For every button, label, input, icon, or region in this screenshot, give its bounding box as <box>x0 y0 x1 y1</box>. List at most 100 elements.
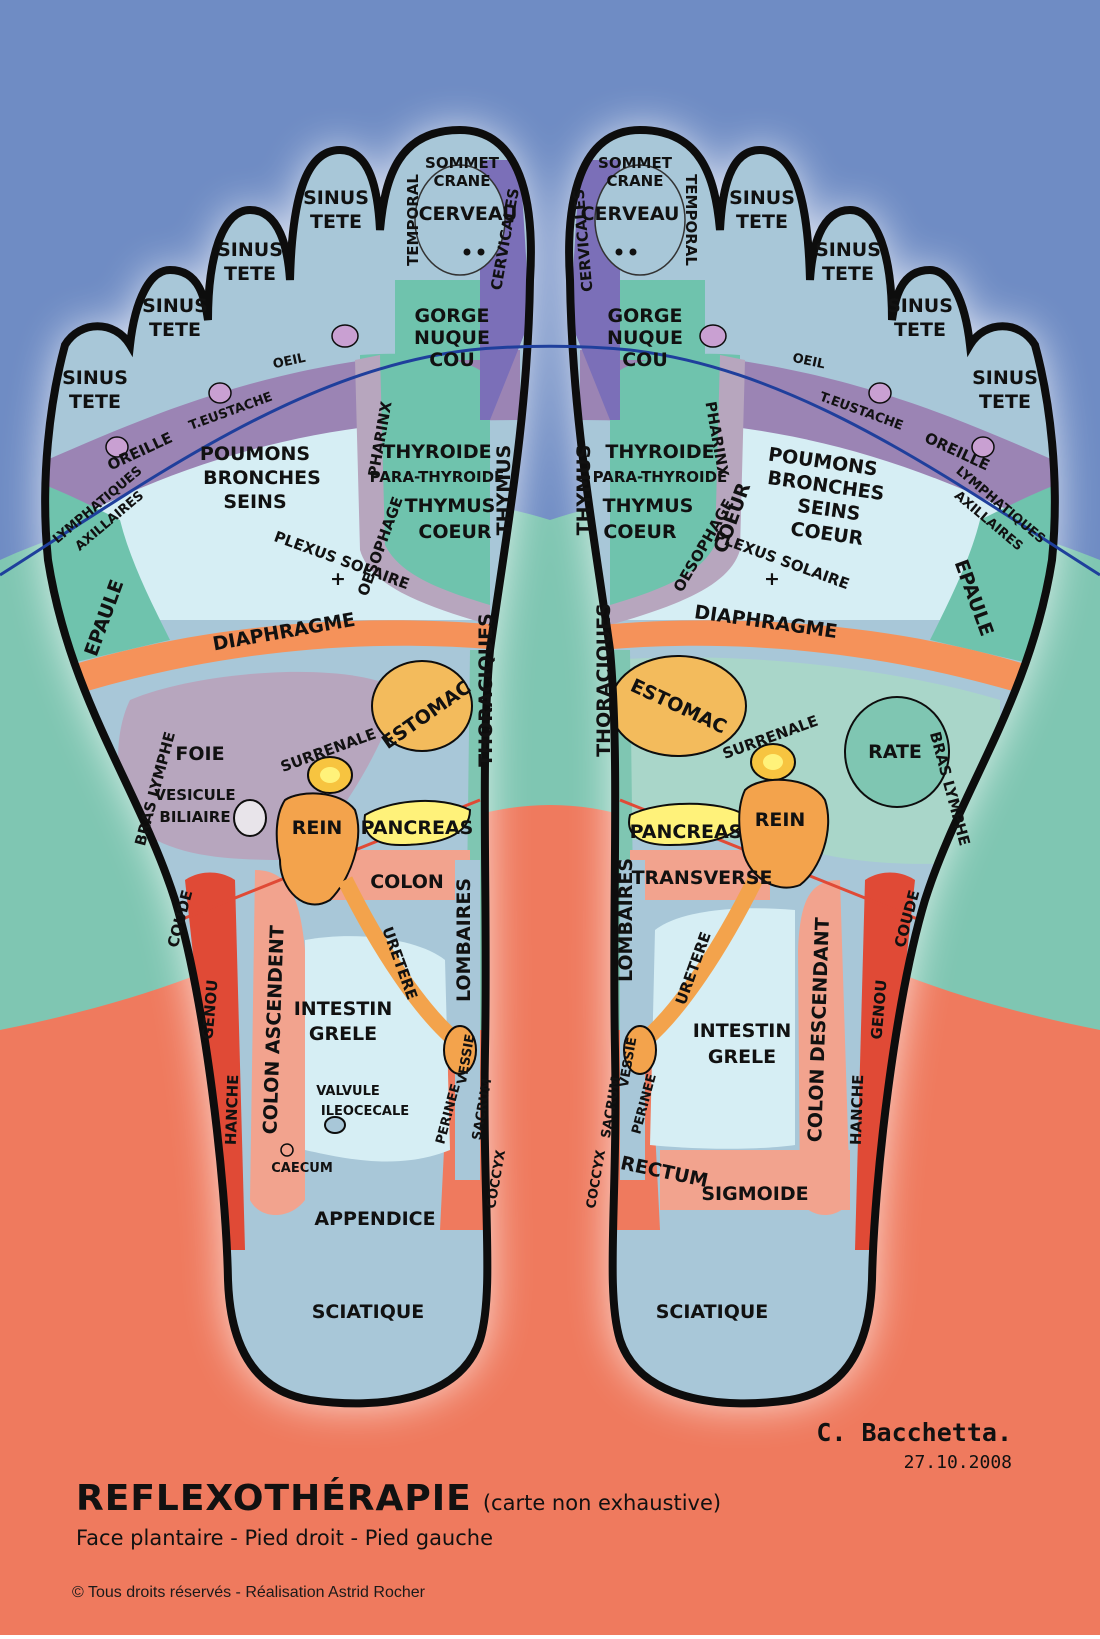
ureter-r <box>337 876 461 1047</box>
tete-label-r2: TETE <box>149 319 201 341</box>
sommet-label-l: SOMMET <box>598 154 673 172</box>
thymus-vertical-label-l: THYMUS <box>573 445 595 536</box>
throat-zone-r <box>395 280 480 360</box>
appendice-label-r: APPENDICE <box>314 1208 435 1230</box>
ureter-l <box>639 876 763 1047</box>
sinus-label-l4: SINUS <box>729 187 795 209</box>
tete-label-l1: TETE <box>979 391 1031 413</box>
chart-title-note: (carte non exhaustive) <box>482 1491 722 1515</box>
genou-label-r: GENOU <box>198 979 221 1040</box>
lombaires-label-l: LOMBAIRES <box>615 858 637 982</box>
sciatique-label-r: SCIATIQUE <box>312 1301 425 1323</box>
thymus-label-r: THYMUS <box>405 495 496 517</box>
transverse-colon-l <box>630 850 770 900</box>
crane-label-r: CRANE <box>434 172 491 190</box>
thyroide-label-r: THYROIDE <box>382 441 491 463</box>
transverse-colon-r <box>330 850 470 900</box>
kidney-organ-r <box>275 792 360 906</box>
rate-label-l: RATE <box>868 741 922 763</box>
biliaire-label-r: BILIAIRE <box>159 808 230 826</box>
sinus-label-l1: SINUS <box>972 367 1038 389</box>
lumbar-band-l <box>620 860 645 1180</box>
crane-label-l: CRANE <box>607 172 664 190</box>
seins-label-r: SEINS <box>223 491 286 513</box>
tete-label-r3: TETE <box>224 263 276 285</box>
rein-label-l: REIN <box>755 809 806 831</box>
poumons-label-r: POUMONS <box>200 443 310 465</box>
tete-label-l4: TETE <box>736 211 788 233</box>
thoraciques-label-r: THORACIQUES <box>475 613 497 767</box>
lombaires-label-r: LOMBAIRES <box>453 878 475 1002</box>
hip-knee-band-r <box>185 872 245 1250</box>
right-foot <box>0 130 531 1403</box>
stomach-organ-r <box>371 660 473 752</box>
caecum-label-r: CAECUM <box>271 1161 333 1176</box>
cerveau-label-r: CERVEAU <box>419 203 518 225</box>
temporal-label-r: TEMPORAL <box>404 174 422 266</box>
sinus-label-l3: SINUS <box>815 239 881 261</box>
colon-label-r: COLON <box>370 871 444 893</box>
coeur-label-l: COEUR <box>603 521 677 543</box>
pancreas-organ-r <box>363 800 472 847</box>
pharinx-band-l <box>610 355 745 625</box>
descending-colon-l <box>798 880 850 1215</box>
coeur-label-r: COEUR <box>418 521 492 543</box>
oeil-label-l: OEIL <box>791 351 826 373</box>
tete-label-r1: TETE <box>69 391 121 413</box>
para-thyroide-label-l: PARA-THYROIDE <box>593 468 728 486</box>
nuque-label-r: NUQUE <box>414 327 490 349</box>
throat-zone-l <box>620 280 705 360</box>
thoraciques-label-l: THORACIQUES <box>593 603 615 757</box>
cou-label-l: COU <box>622 349 668 371</box>
gorge-label-l: GORGE <box>608 305 683 327</box>
thyroid-zone-r <box>360 353 490 610</box>
tete-label-r4: TETE <box>310 211 362 233</box>
sommet-label-r: SOMMET <box>425 154 500 172</box>
bronches-label-r: BRONCHES <box>203 467 321 489</box>
hanche-label-r: HANCHE <box>222 1074 242 1145</box>
transverse-label-l: TRANSVERSE <box>632 867 773 889</box>
thyroid-zone-l <box>610 353 740 610</box>
diaphragm-band-l <box>600 620 1055 720</box>
ascending-colon-r <box>250 870 305 1215</box>
cerveau-label-l: CERVEAU <box>581 203 680 225</box>
hip-knee-band-l <box>855 872 915 1250</box>
spleen-organ-l <box>844 696 950 808</box>
author-signature: C. Bacchetta. <box>816 1418 1012 1447</box>
thymus-vertical-label-r: THYMUS <box>493 445 515 536</box>
para-thyroide-label-r: PARA-THYROIDE <box>370 468 505 486</box>
intestin-label-r: INTESTIN <box>294 998 393 1020</box>
left-foot <box>569 130 1100 1403</box>
foie-label-r: FOIE <box>175 743 224 765</box>
lumbar-band-r <box>455 860 480 1180</box>
chart-title: REFLEXOTHÉRAPIE <box>76 1478 472 1519</box>
sinus-label-l2: SINUS <box>887 295 953 317</box>
chart-subtitle: Face plantaire - Pied droit - Pied gauch… <box>76 1526 494 1550</box>
kidney-organ-l <box>738 778 830 889</box>
gallbladder-organ-r <box>233 799 267 837</box>
ileocecale-label-r: ILEOCECALE <box>321 1104 409 1119</box>
genou-label-l: GENOU <box>867 979 890 1040</box>
copyright-notice: © Tous droits réservés - Réalisation Ast… <box>72 1584 425 1601</box>
shoulder-zone-l <box>930 470 1055 680</box>
sigmoide-label-l: SIGMOIDE <box>701 1183 808 1205</box>
bladder-l <box>623 1025 657 1075</box>
pancreas-label-r: PANCREAS <box>361 817 474 839</box>
gorge-label-r: GORGE <box>415 305 490 327</box>
shoulder-zone-r <box>45 470 170 680</box>
tete-label-l2: TETE <box>894 319 946 341</box>
sinus-label-r4: SINUS <box>303 187 369 209</box>
rein-label-r: REIN <box>292 817 343 839</box>
plexus-plus-r: + <box>330 568 346 590</box>
temporal-label-l: TEMPORAL <box>682 174 700 266</box>
small-intestine-l <box>650 908 795 1149</box>
grele-label-r: GRELE <box>309 1023 377 1045</box>
sinus-label-r3: SINUS <box>217 239 283 261</box>
pancreas-label-l: PANCREAS <box>630 821 743 843</box>
intestin-label-l: INTESTIN <box>693 1020 792 1042</box>
cou-label-r: COU <box>429 349 475 371</box>
thyroide-label-l: THYROIDE <box>605 441 714 463</box>
sinus-label-r1: SINUS <box>62 367 128 389</box>
hanche-label-l: HANCHE <box>847 1074 867 1145</box>
